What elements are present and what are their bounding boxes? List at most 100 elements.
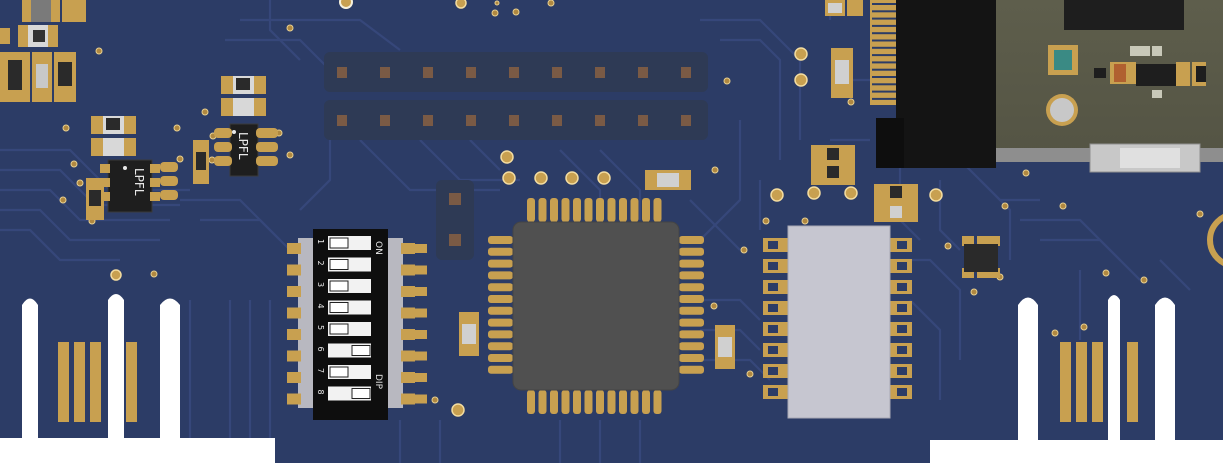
soic-pads — [763, 238, 912, 399]
connector-pin-gap — [872, 68, 896, 71]
connector-pin-gap — [872, 46, 896, 49]
header-pins — [337, 67, 691, 126]
connector-pin-gap — [872, 39, 896, 42]
header-pin — [423, 115, 433, 126]
soic-pad-hole — [768, 262, 778, 270]
dip-pad-right-ext — [403, 330, 427, 339]
header-pin — [380, 67, 390, 78]
header-pin — [595, 115, 605, 126]
dip-number-2: 2 — [316, 261, 325, 266]
dip-pad-right-ext — [403, 287, 427, 296]
header-pin — [509, 67, 519, 78]
qfp-pin-left — [488, 365, 513, 374]
soic-pad-hole — [768, 346, 778, 354]
connector-pin-gap — [872, 10, 896, 13]
connector-pin-gap — [872, 32, 896, 35]
dip-knob[interactable] — [329, 280, 349, 292]
board-cutouts — [0, 294, 1223, 463]
soic-pad-hole — [897, 388, 907, 396]
header-pin — [466, 115, 476, 126]
dip-switch-8[interactable]: 8 — [316, 386, 371, 401]
qfp-pin-top — [619, 198, 627, 222]
dip-switch-7[interactable]: 7 — [316, 365, 371, 379]
connector-pin-gap — [872, 61, 896, 64]
soic-pad-hole — [897, 304, 907, 312]
header-pin — [638, 67, 648, 78]
dip-knob[interactable] — [329, 302, 349, 313]
dip-pad-left — [287, 243, 301, 254]
qfp-pin-top — [550, 198, 558, 222]
soic-chip — [763, 225, 912, 419]
header-pin — [509, 115, 519, 126]
qfp-pin-bottom — [561, 390, 570, 414]
header-pin — [337, 115, 347, 126]
capacitor-top — [645, 170, 691, 190]
qfp-pin-left — [488, 342, 513, 351]
qfp-pin-right — [679, 318, 704, 327]
sot-chip-right — [962, 236, 1000, 278]
dip-knob[interactable] — [351, 345, 371, 356]
header-pin — [681, 67, 691, 78]
connector-pin-gap — [872, 54, 896, 57]
qfp-pin-top — [630, 198, 639, 222]
qfp-pin-top — [642, 198, 650, 222]
qfp-pin-bottom — [607, 390, 616, 414]
qfp-pin-top — [538, 198, 547, 222]
dip-pad-left — [287, 350, 301, 362]
dip-pad-right-ext — [403, 351, 427, 361]
qfp-pin-bottom — [573, 390, 581, 414]
dip-knob[interactable] — [329, 323, 349, 335]
qfp-pin-left — [488, 318, 513, 327]
qfp-pin-bottom — [550, 390, 558, 414]
dip-switch-4[interactable]: 4 — [316, 300, 371, 315]
qfp-pin-bottom — [619, 390, 627, 414]
dip-switch-1[interactable]: 1 — [316, 236, 371, 250]
soic-pad-hole — [768, 388, 778, 396]
qfp-pin-bottom — [538, 390, 547, 414]
qfp-chip — [488, 198, 704, 414]
dip-switch-6[interactable]: 6 — [316, 343, 371, 358]
dip-switch-toggles[interactable]: 1 2 3 4 5 6 7 8 — [316, 236, 371, 401]
connector-pin-gap — [872, 3, 896, 5]
qfp-pin-right — [679, 295, 704, 303]
qfp-pin-top — [527, 198, 535, 222]
smd-components-right — [811, 0, 918, 222]
dip-switch-3[interactable]: 3 — [316, 279, 371, 293]
qfp-pins — [488, 198, 704, 414]
dip-pad-right-ext — [403, 394, 427, 404]
connector-pin-gap — [872, 83, 896, 86]
qfp-pin-top — [584, 198, 593, 222]
edge-fingers-right — [1060, 342, 1138, 422]
qfp-pin-right — [679, 236, 704, 244]
dip-number-3: 3 — [316, 282, 325, 287]
qfp-pin-left — [488, 295, 513, 303]
dip-knob[interactable] — [351, 388, 371, 399]
dip-knob[interactable] — [329, 366, 349, 378]
dip-number-8: 8 — [316, 390, 325, 395]
connector-lines — [872, 3, 896, 100]
dip-left-pads — [298, 238, 314, 408]
dip-knob[interactable] — [329, 237, 349, 249]
dip-knob[interactable] — [329, 259, 349, 270]
qfp-pin-bottom — [630, 390, 639, 414]
dip-switch-5[interactable]: 5 — [316, 322, 371, 336]
header-pin — [552, 67, 562, 78]
header-pin — [638, 115, 648, 126]
connector-pin-gap — [872, 76, 896, 78]
soic-body — [787, 225, 891, 419]
dip-pad-right-ext — [403, 265, 427, 275]
dip-number-1: 1 — [316, 239, 325, 244]
dip-switch-2[interactable]: 2 — [316, 257, 371, 272]
top-via — [339, 0, 353, 9]
dip-number-7: 7 — [316, 368, 325, 373]
soic-pad-hole — [897, 346, 907, 354]
qfp-pin-left — [488, 354, 513, 362]
smd-components-top-left — [0, 0, 86, 102]
dip-right-pads — [387, 238, 403, 408]
connector-pin-gap — [872, 90, 896, 93]
header-pin — [681, 115, 691, 126]
capacitor-left — [459, 312, 479, 356]
